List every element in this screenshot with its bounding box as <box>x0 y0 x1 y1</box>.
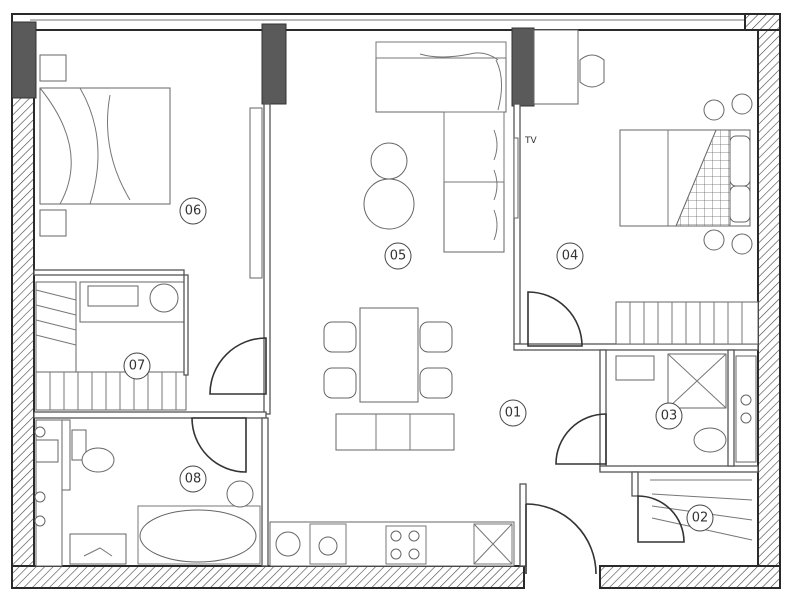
washing-area-08 <box>61 419 71 491</box>
chair-2 <box>323 367 357 399</box>
room-label-04: 04 <box>556 242 584 270</box>
svg-text:06: 06 <box>185 204 202 219</box>
left-wall <box>11 29 35 589</box>
coffee-table-05-a <box>370 142 408 180</box>
room-08-furniture <box>34 419 261 567</box>
fridge <box>473 523 513 565</box>
bathtub-08 <box>139 509 257 563</box>
chair-1 <box>323 321 357 353</box>
svg-text:02: 02 <box>692 511 709 526</box>
room-04-furniture <box>533 29 759 345</box>
svg-text:05: 05 <box>390 249 407 264</box>
room-02-furniture <box>650 479 753 541</box>
wall-07-right <box>183 274 189 376</box>
tv-label: TV <box>524 136 537 146</box>
sink-03 <box>615 355 655 381</box>
partition-02-left <box>631 471 639 497</box>
room-label-03: 03 <box>655 402 683 430</box>
wardrobe-07-bottom <box>35 371 187 411</box>
stool-07 <box>149 283 179 313</box>
chair-3 <box>419 321 453 353</box>
column-left <box>11 21 37 99</box>
room-label-01: 01 <box>499 399 527 427</box>
wardrobe-04 <box>615 301 759 345</box>
tv-unit <box>513 137 519 219</box>
toilet-08 <box>81 447 115 473</box>
partition-07-08 <box>33 411 267 419</box>
sofa-cushions <box>419 52 502 241</box>
room-06-furniture <box>39 54 263 279</box>
kitchen-sink <box>318 536 338 556</box>
svg-text:03: 03 <box>661 409 678 424</box>
column-center-left <box>261 23 287 105</box>
toilet-03 <box>693 427 727 453</box>
sink-08 <box>226 480 254 508</box>
column-center-right <box>511 27 535 107</box>
partition-03-right <box>727 349 735 467</box>
chair-4 <box>419 367 453 399</box>
desk-04 <box>533 29 579 105</box>
bed-04-blanket <box>675 129 731 227</box>
svg-text:07: 07 <box>129 359 146 374</box>
room-label-06: 06 <box>179 197 207 225</box>
door-03[interactable] <box>555 413 607 465</box>
partition-03-left <box>599 349 607 471</box>
partition-03-bottom <box>599 465 759 473</box>
doors <box>191 291 685 575</box>
bed-06 <box>39 87 171 205</box>
room-label-07: 07 <box>123 352 151 380</box>
partition-01-02 <box>519 483 527 567</box>
partition-08-01 <box>261 417 269 567</box>
nightstand-06-bottom <box>39 209 67 237</box>
bottom-wall-right <box>599 565 781 589</box>
room-label-08: 08 <box>179 465 207 493</box>
washer <box>275 531 301 557</box>
door-08[interactable] <box>191 417 247 473</box>
cooktop <box>385 525 427 565</box>
partition-06-05 <box>263 103 271 415</box>
right-wall <box>757 29 781 589</box>
toilet-tank-08 <box>71 429 87 461</box>
partition-06-07 <box>33 269 185 276</box>
room-label-02: 02 <box>686 504 714 532</box>
desk-drawer-07 <box>87 285 139 307</box>
coffee-table-05-b <box>363 178 415 230</box>
wardrobe-07-left <box>35 281 77 373</box>
shelf-03 <box>735 355 757 463</box>
armchair-04 <box>579 54 605 88</box>
svg-text:01: 01 <box>505 406 522 421</box>
bottom-wall-left <box>11 565 525 589</box>
svg-text:08: 08 <box>185 472 202 487</box>
kitchen-counter <box>269 521 515 567</box>
door-04[interactable] <box>527 291 583 347</box>
nightstand-04-top <box>703 99 725 121</box>
room-07-furniture <box>35 274 189 411</box>
nightstand-06-top <box>39 54 67 82</box>
top-wall <box>11 13 781 31</box>
room-05-furniture: TV <box>269 41 537 567</box>
sofa-05-back <box>375 41 507 113</box>
wardrobe-06 <box>249 107 263 279</box>
partitions <box>33 103 759 567</box>
dining-table <box>359 307 419 403</box>
room-03-furniture <box>615 353 757 463</box>
door-entrance[interactable] <box>525 503 597 575</box>
door-07[interactable] <box>209 337 267 395</box>
svg-text:04: 04 <box>562 249 579 264</box>
door-02[interactable] <box>637 495 685 543</box>
partition-04-bottom <box>513 343 759 351</box>
room-labels: 01 02 03 04 05 06 07 08 <box>123 197 714 532</box>
island <box>335 413 455 451</box>
top-hatch-right <box>744 13 781 31</box>
nightstand-04-bottom <box>703 229 725 251</box>
room-label-05: 05 <box>384 242 412 270</box>
